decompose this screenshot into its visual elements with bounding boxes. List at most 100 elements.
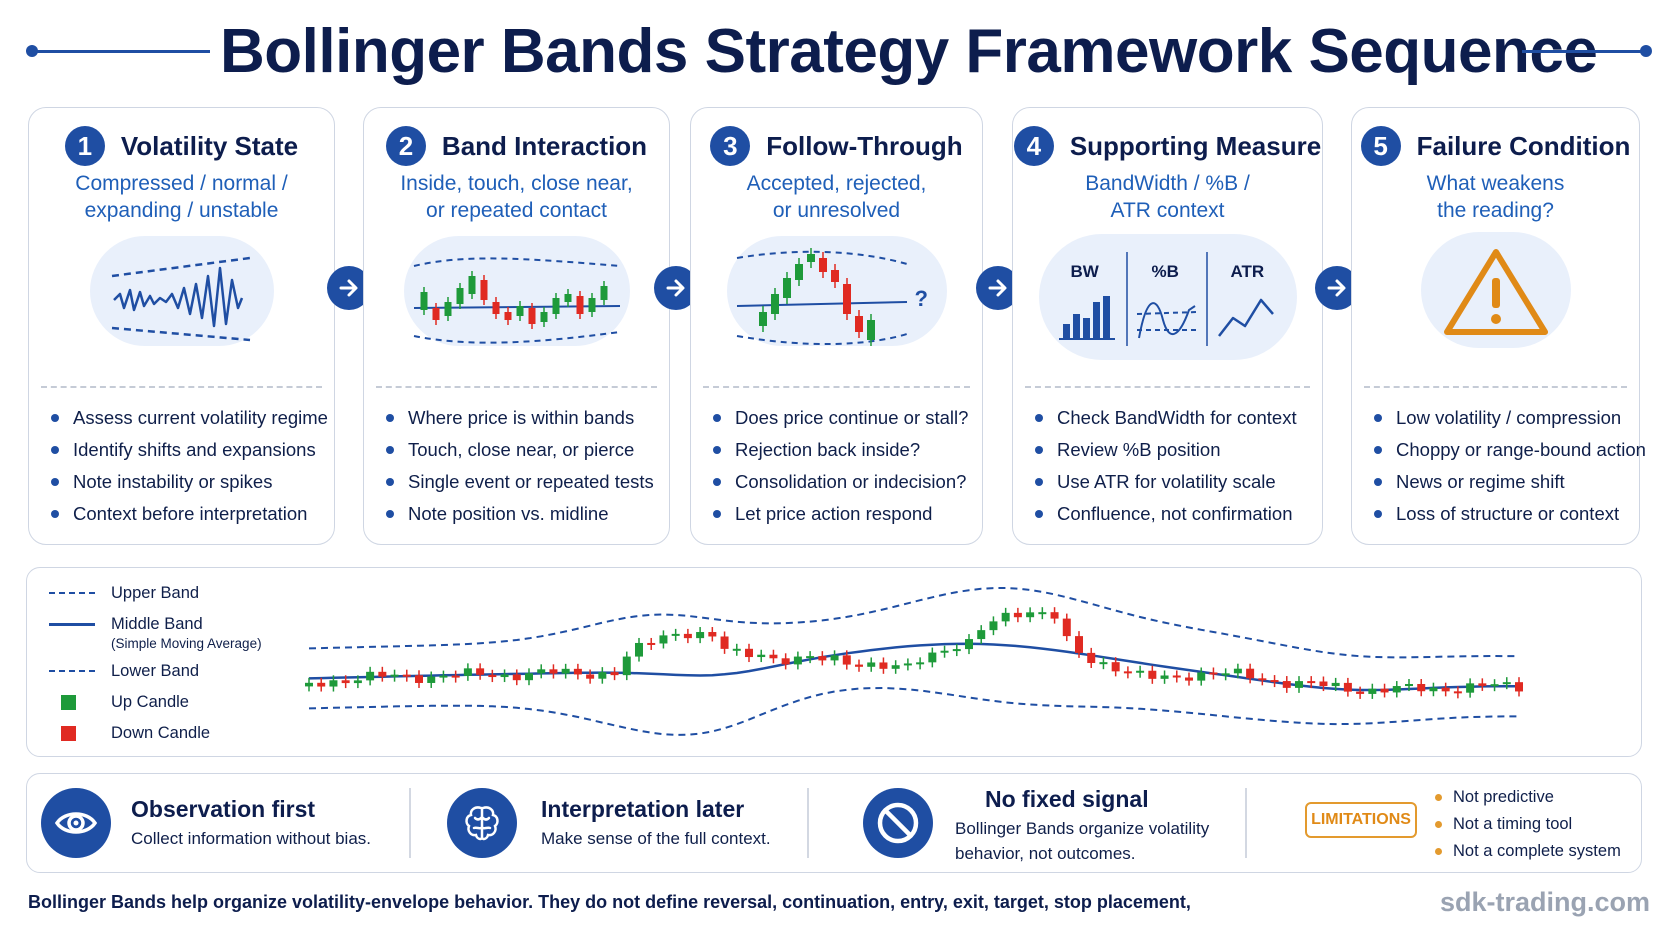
title-line-right (1522, 50, 1647, 53)
percent-b-icon (1136, 302, 1197, 339)
up-candle (1197, 672, 1206, 681)
up-candle (1001, 612, 1010, 622)
down-candle (504, 312, 511, 320)
down-candle (1062, 618, 1071, 637)
down-candle (1343, 682, 1352, 692)
up-candle (671, 633, 680, 636)
up-candle (928, 652, 937, 663)
prohibited-icon (863, 788, 933, 858)
list-item: Check BandWidth for context (1033, 402, 1316, 434)
down-candle (549, 669, 558, 674)
down-candle (1319, 681, 1328, 687)
down-candle (769, 654, 778, 659)
up-candle (977, 630, 986, 640)
down-candle (1258, 678, 1267, 681)
separator (409, 788, 411, 858)
card-subtitle-line: Inside, touch, close near, (400, 172, 633, 195)
down-candle (512, 674, 521, 681)
down-candle (1515, 682, 1523, 692)
up-candle (468, 276, 475, 294)
list-item: News or regime shift (1372, 466, 1633, 498)
up-candle (867, 662, 876, 667)
legend-middle-band: Middle Band (Simple Moving Average) (49, 613, 262, 660)
green-square-swatch (61, 695, 76, 710)
up-candle (598, 672, 607, 679)
down-candle (1282, 681, 1291, 688)
step-number: 3 (710, 126, 751, 166)
list-item: Use ATR for volatility scale (1033, 466, 1316, 498)
up-candle (940, 650, 949, 653)
list-item: Note instability or spikes (49, 466, 328, 498)
measure-label-atr: ATR (1230, 262, 1265, 281)
up-candle (916, 662, 925, 665)
up-candle (1405, 683, 1413, 687)
card-subtitle-line: the reading? (1437, 199, 1554, 222)
up-candle (329, 680, 338, 687)
down-candle (842, 284, 851, 314)
legend-label: Up Candle (111, 693, 189, 711)
up-candle (463, 668, 472, 676)
list-item: Not a complete system (1433, 838, 1621, 865)
down-candle (1185, 677, 1193, 681)
legend-lower-band: Lower Band (49, 660, 262, 691)
list-item: Let price action respond (711, 498, 976, 530)
up-candle (353, 680, 362, 684)
up-candle (806, 656, 815, 659)
up-candle (1429, 687, 1438, 692)
up-candle (588, 298, 595, 312)
down-candle (432, 308, 439, 320)
list-item: Context before interpretation (49, 498, 328, 530)
down-candle (1417, 683, 1426, 692)
up-candle (1502, 682, 1511, 685)
down-candle (842, 655, 851, 665)
legend-label: Lower Band (111, 662, 200, 680)
page-title: Bollinger Bands Strategy Framework Seque… (220, 17, 1598, 86)
dashed-line-swatch (49, 592, 95, 594)
list-item: Assess current volatility regime (49, 402, 328, 434)
principle-title: Interpretation later (541, 796, 745, 822)
down-candle (818, 656, 827, 661)
up-candle (439, 675, 448, 678)
up-candle (866, 320, 875, 340)
question-mark: ? (914, 286, 928, 311)
list-item: Loss of structure or context (1372, 498, 1633, 530)
down-candle (476, 668, 485, 675)
card-subtitle: Accepted, rejected, or unresolved (699, 170, 974, 224)
down-candle (1441, 687, 1450, 692)
card-divider (41, 386, 322, 388)
card-title: Volatility State (120, 130, 299, 161)
card-subtitle-line: or repeated contact (426, 199, 607, 222)
middle-band-line (308, 642, 1520, 692)
legend-label: Down Candle (111, 724, 211, 742)
up-candle (561, 668, 570, 674)
up-candle (1368, 688, 1377, 694)
dashed-line-swatch (49, 670, 95, 672)
lower-band-line (308, 686, 1519, 736)
lower-band (413, 331, 620, 344)
step-card-failure-condition: 5 Failure Condition What weakens the rea… (1351, 107, 1646, 545)
separator (807, 788, 809, 858)
card-subtitle-line: Compressed / normal / (75, 172, 288, 195)
up-candle (500, 674, 509, 678)
card-header: 5 Failure Condition (1352, 126, 1639, 166)
down-candle (647, 642, 656, 645)
down-candle (488, 674, 497, 678)
card-divider (376, 386, 657, 388)
step-number: 4 (1013, 126, 1054, 166)
separator (1245, 788, 1247, 858)
list-item: Choppy or range-bound action (1372, 434, 1646, 466)
site-watermark: sdk-trading.com (1440, 887, 1651, 917)
step-card-supporting-measure: 4 Supporting Measure BandWidth / %B / AT… (1012, 107, 1323, 545)
down-candle (1123, 671, 1132, 674)
down-candle (1013, 612, 1022, 618)
limitations-list: Not predictive Not a timing tool Not a c… (1433, 784, 1621, 865)
card-divider (1025, 386, 1310, 388)
down-candle (720, 636, 729, 649)
title-line-left (30, 50, 210, 53)
bollinger-chart-panel: Upper Band Middle Band (Simple Moving Av… (26, 567, 1642, 757)
down-candle (378, 671, 387, 677)
card-subtitle-line: Accepted, rejected, (746, 172, 927, 195)
up-candle (1221, 673, 1230, 676)
up-candle (952, 649, 961, 652)
legend-upper-band: Upper Band (49, 582, 262, 613)
